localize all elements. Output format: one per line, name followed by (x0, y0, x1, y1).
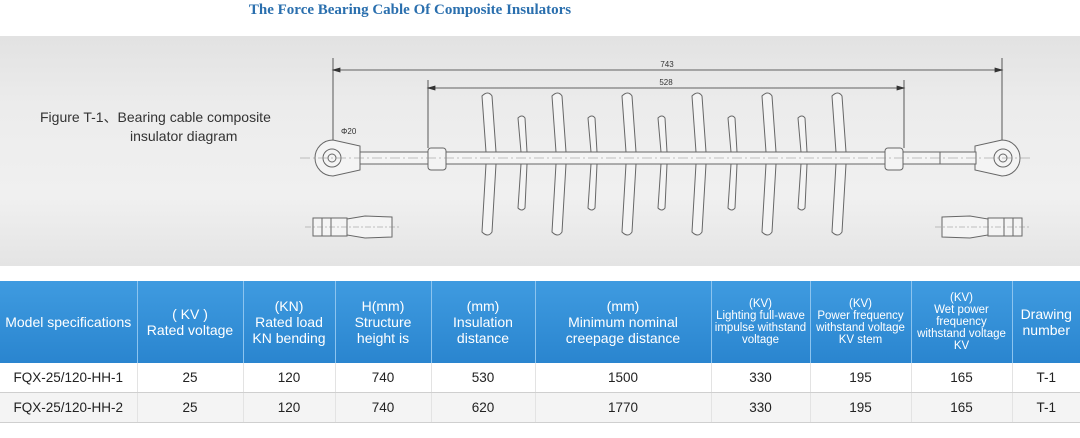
figure-caption-line1: Figure T-1、Bearing cable composite (40, 109, 271, 125)
table-cell: FQX-25/120-HH-1 (0, 363, 137, 393)
table-cell: 1500 (534, 363, 711, 393)
figure-caption-line2: insulator diagram (130, 128, 238, 144)
column-header: (KN)Rated load KN bending (242, 281, 335, 363)
table-cell: 195 (809, 363, 911, 393)
table-cell: T-1 (1011, 363, 1080, 393)
column-header: (KV)Wet power frequency withstand voltag… (910, 281, 1012, 363)
table-cell: 25 (136, 392, 243, 423)
column-header-unit: (KV) (950, 292, 973, 304)
table-cell: 530 (430, 363, 535, 393)
table-cell: 120 (242, 363, 335, 393)
table-cell: 330 (710, 392, 810, 423)
dimension-lines (331, 58, 1004, 154)
table-cell: 740 (334, 392, 431, 423)
column-header-label: Rated voltage (146, 322, 234, 338)
table-cell: FQX-25/120-HH-2 (0, 392, 137, 423)
table-cell: 330 (710, 363, 810, 393)
column-header-label: Lighting full-wave impulse withstand vol… (714, 310, 807, 346)
column-header-unit: (mm) (466, 298, 500, 314)
table-header-row: Model specifications( KV )Rated voltage(… (0, 281, 1080, 363)
column-header-label: Structure height is (354, 314, 412, 346)
dim-total-label: 743 (660, 60, 674, 69)
table-cell: 120 (242, 392, 335, 423)
table-cell: 1770 (534, 392, 711, 423)
column-header-unit: (KN) (274, 298, 304, 314)
column-header-unit: H(mm) (361, 298, 405, 314)
spec-table: Model specifications( KV )Rated voltage(… (0, 281, 1080, 423)
left-side-view (305, 215, 400, 239)
column-header-unit: ( KV ) (172, 306, 208, 322)
column-header-label: Power frequency withstand voltage KV ste… (816, 310, 905, 346)
column-header: (KV)Lighting full-wave impulse withstand… (710, 281, 810, 363)
column-header: ( KV )Rated voltage (136, 281, 243, 363)
table-cell: T-1 (1011, 392, 1080, 423)
column-header-label: Insulation distance (453, 314, 513, 346)
page-title: The Force Bearing Cable Of Composite Ins… (248, 2, 572, 18)
figure-caption: Figure T-1、Bearing cable composite insul… (40, 108, 271, 146)
column-header-label: Model specifications (5, 314, 132, 330)
table-cell: 620 (430, 392, 535, 423)
insulator-body (314, 92, 1021, 236)
dim-diameter-label: Φ20 (341, 127, 357, 136)
column-header: Model specifications (0, 281, 137, 363)
right-side-view (935, 215, 1030, 239)
table-cell: 25 (136, 363, 243, 393)
dim-insulation-label: 528 (659, 78, 673, 87)
column-header-label: Drawing number (1020, 306, 1072, 338)
table-cell: 195 (809, 392, 911, 423)
column-header: (KV)Power frequency withstand voltage KV… (809, 281, 911, 363)
column-header-label: Rated load KN bending (252, 314, 326, 346)
column-header: (mm)Insulation distance (430, 281, 535, 363)
table-cell: 165 (910, 392, 1012, 423)
column-header: (mm)Minimum nominal creepage distance (534, 281, 711, 363)
column-header-unit: (KV) (749, 298, 772, 310)
column-header: Drawing number (1011, 281, 1080, 363)
table-cell: 165 (910, 363, 1012, 393)
column-header: H(mm)Structure height is (334, 281, 431, 363)
insulator-diagram: 743 528 Φ20 (300, 58, 1030, 239)
column-header-unit: (mm) (606, 298, 640, 314)
column-header-unit: (KV) (849, 298, 872, 310)
column-header-label: Wet power frequency withstand voltage KV (917, 304, 1006, 352)
column-header-label: Minimum nominal creepage distance (565, 314, 681, 346)
table-cell: 740 (334, 363, 431, 393)
